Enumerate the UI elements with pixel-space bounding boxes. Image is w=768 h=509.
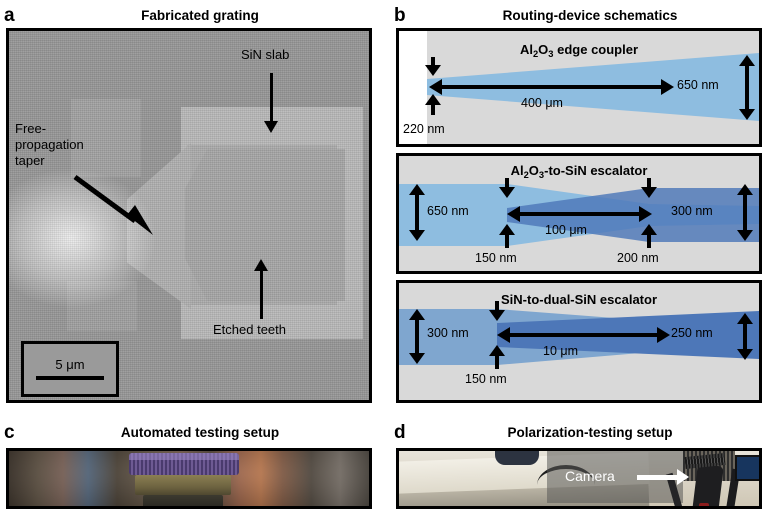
dim2-300nm-arrowhead-bottom (737, 230, 753, 241)
dim2-300nm-arrowhead-top (737, 184, 753, 195)
schematic-sin-to-dual-sin-escalator: SiN-to-dual-SiN escalator 300 nm 150 nm … (396, 280, 762, 403)
dim2-300nm-label: 300 nm (671, 204, 713, 218)
dim-220nm-shaft-bottom (431, 103, 435, 115)
dim2-200nm-arrowhead-bottom (641, 224, 657, 235)
dim-220nm-shaft-top (431, 57, 435, 69)
dim-650nm-arrowhead-top (739, 55, 755, 66)
panel-c-letter: c (4, 422, 15, 443)
dim-400um-shaft (441, 85, 663, 89)
sem-grating-hexagon (185, 149, 345, 301)
microscope-objective-ring-highlight (129, 453, 239, 460)
sem-arrow-free-propagation-taper (73, 174, 153, 235)
scale-bar-label: 5 μm (55, 357, 85, 372)
camera-monitor (735, 455, 759, 481)
camera-rig-body (692, 463, 724, 506)
schematic-al2o3-edge-coupler: Al2O3 edge coupler 220 nm 400 μm 650 nm (396, 28, 762, 147)
dim3-150nm-arrowhead-top (489, 310, 505, 321)
dim-220nm-arrowhead-top (425, 65, 441, 76)
sem-micrograph-panel-a: SiN slab Free- propagation taper Etched … (6, 28, 372, 403)
dim3-150nm-arrowhead-bottom (489, 345, 505, 356)
dim3-250nm-arrowhead-top (737, 313, 753, 324)
panel-d-title: Polarization-testing setup (507, 425, 673, 440)
dim2-100um-arrowhead-left (507, 206, 520, 222)
dim-220nm-label: 220 nm (403, 122, 445, 136)
scale-bar: 5 μm (21, 341, 119, 397)
schematic-2-title-text: Al2O3-to-SiN escalator (510, 163, 648, 180)
dim2-200nm-shaft-bottom (647, 234, 651, 248)
dim2-200nm-label: 200 nm (617, 251, 659, 265)
panel-c-title: Automated testing setup (120, 425, 280, 440)
sem-arrow-etched-teeth-head (254, 259, 268, 271)
dim2-650nm-arrowhead-top (409, 184, 425, 195)
schematic-al2o3-to-sin-escalator: Al2O3-to-SiN escalator 650 nm 150 nm 200… (396, 153, 762, 274)
dim3-250nm-label: 250 nm (671, 326, 713, 340)
dim2-300nm-shaft (743, 192, 747, 234)
camera-arrow-head (677, 469, 689, 485)
panel-a-letter: a (4, 5, 15, 26)
panel-a-title: Fabricated grating (141, 8, 259, 23)
dim3-10um-shaft (509, 333, 659, 337)
dim2-200nm-shaft-top (647, 178, 651, 190)
dim3-10um-arrowhead-right (657, 327, 670, 343)
dim3-150nm-label: 150 nm (465, 372, 507, 386)
camera-arrow-shaft (637, 475, 679, 480)
camera-label: Camera (565, 468, 615, 484)
dim2-150nm-arrowhead-bottom (499, 224, 515, 235)
dim2-150nm-shaft-bottom (505, 234, 509, 248)
sem-feature-upper-left-pad (71, 99, 141, 177)
dim-400um-label: 400 μm (521, 96, 563, 110)
schematic-2-title: Al2O3-to-SiN escalator (399, 163, 759, 180)
dim-400um-arrowhead-right (661, 79, 674, 95)
camera-red-accent (699, 503, 709, 506)
dim-650nm-shaft (745, 63, 749, 113)
sem-charging-glow (9, 169, 155, 307)
photo-polarization-testing-setup: Camera (396, 448, 762, 509)
dim3-300nm-label: 300 nm (427, 326, 469, 340)
dim2-100um-shaft (519, 212, 641, 216)
panel-b-letter: b (394, 5, 406, 26)
dim3-300nm-arrowhead-bottom (409, 353, 425, 364)
schematic-3-title-text: SiN-to-dual-SiN escalator (500, 292, 658, 307)
dim3-150nm-shaft-top (495, 301, 499, 313)
dim2-150nm-arrowhead-top (499, 187, 515, 198)
dim3-250nm-shaft (743, 321, 747, 353)
dim-650nm-label: 650 nm (677, 78, 719, 92)
dim2-150nm-shaft-top (505, 178, 509, 190)
photo-automated-testing-setup (6, 448, 372, 509)
schematic-3-title: SiN-to-dual-SiN escalator (399, 293, 759, 307)
dim2-200nm-arrowhead-top (641, 187, 657, 198)
dim2-650nm-arrowhead-bottom (409, 230, 425, 241)
dim3-10um-label: 10 μm (543, 344, 578, 358)
schematic-1-title: Al2O3 edge coupler (399, 42, 759, 59)
dim3-250nm-arrowhead-bottom (737, 349, 753, 360)
sem-label-etched-teeth: Etched teeth (213, 322, 286, 337)
panel-b-title: Routing-device schematics (502, 8, 678, 23)
schematic-1-title-text: Al2O3 edge coupler (519, 42, 639, 59)
panel-d-letter: d (394, 422, 406, 443)
scale-bar-line (36, 376, 104, 380)
dim3-300nm-arrowhead-top (409, 309, 425, 320)
dim2-650nm-shaft (415, 192, 419, 234)
dim3-10um-arrowhead-left (497, 327, 510, 343)
dim2-100um-arrowhead-right (639, 206, 652, 222)
dim2-650nm-label: 650 nm (427, 204, 469, 218)
chair-back (495, 451, 539, 465)
dim-650nm-arrowhead-bottom (739, 109, 755, 120)
dim-220nm-arrowhead-bottom (425, 94, 441, 105)
sem-label-free-propagation-taper-line2: propagation (15, 137, 84, 152)
microscope-objective-lower-barrel (143, 495, 223, 506)
sem-arrow-sin-slab-shaft (270, 73, 273, 123)
dim3-300nm-shaft (415, 317, 419, 357)
sem-label-free-propagation-taper-line1: Free- (15, 121, 47, 136)
sem-label-free-propagation-taper-line3: taper (15, 153, 45, 168)
sem-arrow-sin-slab-head (264, 121, 278, 133)
dim-400um-arrowhead-left (429, 79, 442, 95)
dim2-100um-label: 100 μm (545, 223, 587, 237)
dim3-150nm-shaft-bottom (495, 355, 499, 369)
dim2-150nm-label: 150 nm (475, 251, 517, 265)
microscope-objective-body (135, 475, 231, 495)
edge-facet-white-region (399, 31, 427, 144)
sem-label-sin-slab: SiN slab (241, 47, 290, 62)
sem-arrow-etched-teeth-shaft (260, 271, 263, 319)
